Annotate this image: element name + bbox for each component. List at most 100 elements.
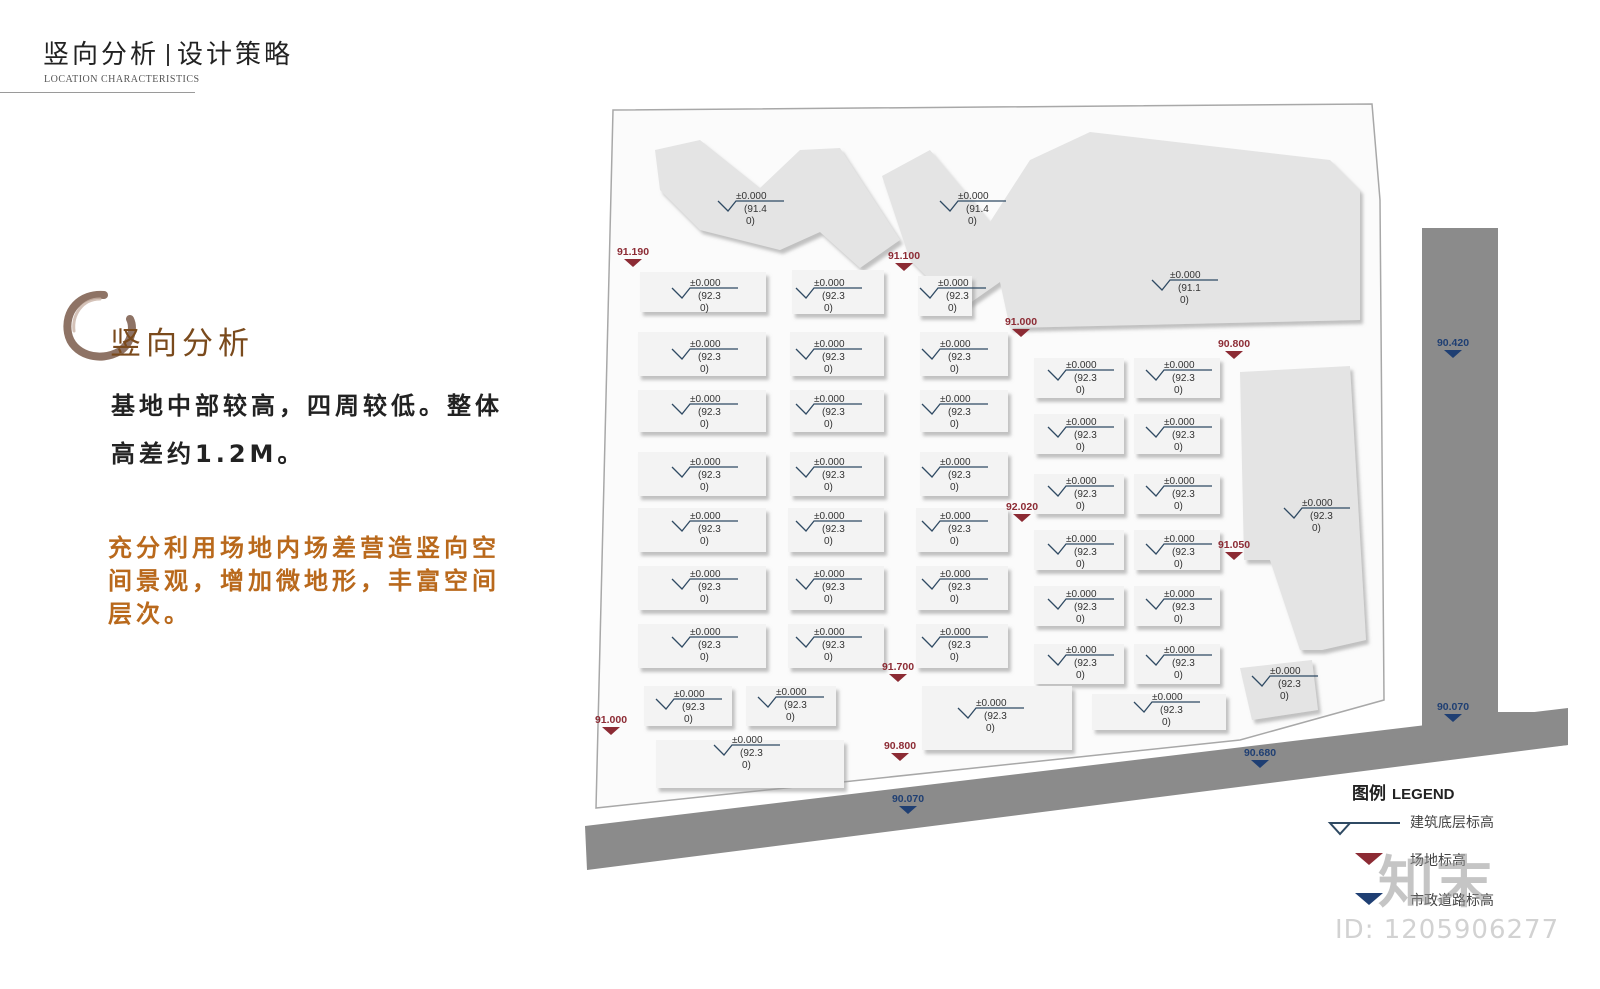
building-footprint xyxy=(640,272,766,312)
road-elevation-marker: 90.070 xyxy=(1437,701,1469,722)
building-footprint xyxy=(788,624,884,668)
building-floor-label: ±0.000 xyxy=(940,339,971,350)
building-footprint xyxy=(788,508,884,552)
building-elevation-value: (92.3 xyxy=(1074,430,1097,441)
building-elevation-suffix: 0) xyxy=(824,536,833,547)
building-footprint xyxy=(788,566,884,610)
building-elevation-icon xyxy=(1327,822,1400,836)
building-footprint xyxy=(790,390,884,432)
legend-item-site: 场地标高 xyxy=(1410,853,1466,869)
building-elevation-value: (92.3 xyxy=(1172,430,1195,441)
building-elevation-icon xyxy=(655,698,722,710)
building-elevation-icon xyxy=(795,348,862,360)
building-floor-label: ±0.000 xyxy=(1164,534,1195,545)
building-elevation-icon xyxy=(1047,654,1114,666)
building-elevation-suffix: 0) xyxy=(700,652,709,663)
building-floor-label: ±0.000 xyxy=(1164,589,1195,600)
building-elevation-icon xyxy=(1047,426,1114,438)
building-34: ±0.000(92.30) xyxy=(1134,586,1220,626)
building-2: ±0.000(91.40) xyxy=(939,191,1006,227)
road-elevation-marker-value: 90.070 xyxy=(892,793,924,805)
building-elevation-icon xyxy=(1047,543,1114,555)
page-title-main: 竖向分析 xyxy=(43,40,160,70)
road-elevation-marker-icon xyxy=(1444,714,1462,722)
building-footprint xyxy=(920,332,1008,376)
building-elevation-suffix: 0) xyxy=(824,594,833,605)
building-elevation-icon xyxy=(795,287,862,299)
building-elevation-suffix: 0) xyxy=(824,419,833,430)
building-floor-label: ±0.000 xyxy=(940,511,971,522)
site-elevation-marker: 91.700 xyxy=(882,661,914,682)
building-elevation-icon xyxy=(1047,598,1114,610)
building-27: ±0.000(92.30) xyxy=(1034,414,1124,454)
building-elevation-icon xyxy=(957,707,1024,719)
building-elevation-suffix: 0) xyxy=(950,536,959,547)
building-elevation-value: (91.4 xyxy=(744,204,767,215)
building-elevation-suffix: 0) xyxy=(1174,559,1183,570)
page-subtitle: LOCATION CHARACTERISTICS xyxy=(44,74,200,85)
building-9: ±0.000(92.30) xyxy=(920,332,1008,376)
building-elevation-value: (92.3 xyxy=(1074,602,1097,613)
building-elevation-suffix: 0) xyxy=(1162,717,1171,728)
building-elevation-icon xyxy=(717,200,784,212)
building-elevation-value: (92.3 xyxy=(1278,679,1301,690)
building-elevation-value: (92.3 xyxy=(698,582,721,593)
building-elevation-value: (92.3 xyxy=(948,640,971,651)
building-elevation-suffix: 0) xyxy=(700,536,709,547)
building-elevation-value: (92.3 xyxy=(698,352,721,363)
building-elevation-icon xyxy=(671,636,738,648)
building-35: ±0.000(92.30) xyxy=(1034,644,1124,684)
building-42: ±0.000(92.30) xyxy=(1092,692,1226,730)
building-elevation-suffix: 0) xyxy=(948,303,957,314)
building-elevation-suffix: 0) xyxy=(1174,614,1183,625)
building-elevation-icon xyxy=(919,287,986,299)
building-elevation-icon xyxy=(1151,279,1218,291)
building-elevation-value: (92.3 xyxy=(946,291,969,302)
building-footprint xyxy=(638,390,766,432)
building-elevation-icon xyxy=(1283,507,1350,519)
building-elevation-icon xyxy=(795,403,862,415)
building-elevation-suffix: 0) xyxy=(700,419,709,430)
building-footprint xyxy=(638,508,766,552)
building-floor-label: ±0.000 xyxy=(690,457,721,468)
page-title: 竖向分析设计策略 xyxy=(43,34,293,71)
brush-ring-icon xyxy=(63,290,136,361)
building-floor-label: ±0.000 xyxy=(736,191,767,202)
building-elevation-value: (92.3 xyxy=(698,470,721,481)
building-28: ±0.000(92.30) xyxy=(1134,414,1220,454)
building-floor-label: ±0.000 xyxy=(814,511,845,522)
header-divider xyxy=(0,92,195,93)
building-elevation-icon xyxy=(921,520,988,532)
building-elevation-value: (92.3 xyxy=(1172,489,1195,500)
building-elevation-value: (92.3 xyxy=(822,582,845,593)
building-floor-label: ±0.000 xyxy=(814,394,845,405)
building-4: ±0.000(92.30) xyxy=(640,272,766,314)
building-elevation-icon xyxy=(795,520,862,532)
building-14: ±0.000(92.30) xyxy=(790,452,884,496)
building-12: ±0.000(92.30) xyxy=(920,390,1008,432)
road-elevation-icon xyxy=(1355,893,1383,905)
site-elevation-marker-value: 91.700 xyxy=(882,661,914,673)
description-line: 基地中部较高，四周较低。整体 xyxy=(111,392,503,420)
building-footprint xyxy=(1034,644,1124,684)
building-elevation-suffix: 0) xyxy=(1174,501,1183,512)
building-elevation-icon xyxy=(1047,369,1114,381)
building-floor-label: ±0.000 xyxy=(690,627,721,638)
building-elevation-suffix: 0) xyxy=(746,216,755,227)
building-footprint xyxy=(1134,358,1220,398)
site-elevation-marker-icon xyxy=(624,259,642,267)
building-elevation-icon xyxy=(757,696,824,708)
building-elevation-value: (92.3 xyxy=(698,524,721,535)
road-elevation-marker-value: 90.420 xyxy=(1437,337,1469,349)
building-elevation-value: (92.3 xyxy=(1074,658,1097,669)
building-29: ±0.000(92.30) xyxy=(1034,474,1124,514)
building-22: ±0.000(92.30) xyxy=(638,624,766,668)
building-elevation-suffix: 0) xyxy=(1076,670,1085,681)
building-elevation-suffix: 0) xyxy=(1076,385,1085,396)
building-floor-label: ±0.000 xyxy=(940,394,971,405)
building-floor-label: ±0.000 xyxy=(1270,666,1301,677)
building-elevation-value: (92.3 xyxy=(1160,705,1183,716)
title-divider xyxy=(167,44,170,66)
building-floor-label: ±0.000 xyxy=(732,735,763,746)
